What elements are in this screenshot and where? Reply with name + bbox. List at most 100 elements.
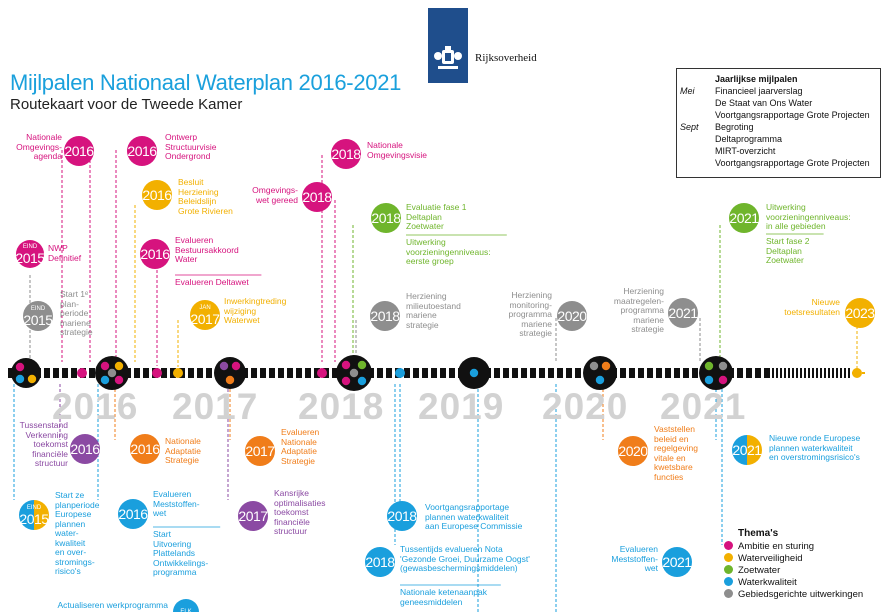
milestone-badge: 2018: [370, 301, 400, 331]
cluster-dot: [718, 375, 728, 385]
badge-year: 2015: [23, 311, 53, 328]
milestone-label-line: Ontwikkelings-: [153, 557, 209, 568]
legend-row: De Staat van Ons Water: [677, 98, 877, 110]
milestone-label-line: programma: [620, 305, 664, 315]
timeline-year-label: 2021: [660, 386, 747, 427]
milestone-label-line: voorzieningenniveaus:: [406, 246, 491, 257]
badge-year: 2017: [238, 508, 268, 524]
timeline-segment: [332, 368, 338, 378]
timeline-segment: [305, 368, 311, 378]
timeline-tick: [848, 368, 850, 378]
badge-year: 2018: [387, 508, 417, 524]
milestone-label-line: Uitwerking: [406, 237, 446, 247]
milestone-label-line: eerste groep: [406, 256, 454, 266]
legend-row: Deltaprogramma: [677, 134, 877, 146]
milestone-label-line: Evalueren: [175, 235, 214, 245]
milestone-badge: 2016: [127, 136, 157, 166]
badge-year: 2018: [371, 210, 401, 226]
timeline-dot: [173, 368, 183, 378]
timeline-tick: [780, 368, 782, 378]
milestone-label-line: water-: [55, 528, 79, 538]
page-subtitle: Routekaart voor de Tweede Kamer: [10, 96, 243, 113]
milestone-label-line: strategie: [631, 324, 664, 334]
timeline-segment: [206, 368, 212, 378]
milestone-label-line: Start 1ᵉ: [60, 289, 89, 299]
theme-legend-item: Zoetwater: [724, 565, 780, 576]
timeline-segment: [89, 368, 95, 378]
page-title: Mijlpalen Nationaal Waterplan 2016-2021: [10, 70, 402, 95]
timeline-tick: [812, 368, 814, 378]
milestone-label-line: Evalueren: [153, 489, 192, 499]
badge-year: 2016: [118, 506, 148, 522]
theme-color-swatch: [724, 553, 733, 562]
milestone-label-line: mariene: [521, 318, 552, 329]
milestone-badge: 2017: [245, 436, 275, 466]
milestone-label-line: 'Gezonde Groei, Duurzame Oogst': [400, 553, 530, 564]
timeline-tick: [796, 368, 798, 378]
milestone-label-line: Verkenning: [25, 429, 68, 440]
timeline-tick: [844, 368, 846, 378]
badge-year: 2021: [732, 442, 762, 458]
timeline-segment: [755, 368, 761, 378]
legend-title: Jaarlijkse mijlpalen: [715, 74, 798, 84]
timeline-tail: [862, 372, 865, 374]
milestone-label-line: mariene: [406, 310, 437, 320]
theme-label: Gebiedsgerichte uitwerkingen: [738, 589, 864, 600]
timeline-segment: [422, 368, 428, 378]
milestone-label-line: Evalueren: [619, 544, 658, 554]
milestone-label-line: Uitwerking: [766, 202, 806, 212]
cluster-dot: [718, 361, 728, 371]
milestone-label-line: optimalisaties: [274, 497, 326, 508]
milestone-label-line: maatregelen-: [613, 295, 664, 306]
cluster-dot: [704, 375, 714, 385]
milestone-label-line: Omgevings-: [252, 185, 298, 195]
milestone-label-line: Beleidslijn: [178, 196, 217, 206]
milestone-label-line: Voortgangsrapportage: [425, 502, 510, 512]
cluster-dot: [704, 361, 714, 371]
timeline-tick: [792, 368, 794, 378]
timeline-segment: [260, 368, 266, 378]
timeline-segment: [530, 368, 536, 378]
milestone-label-line: Herziening: [623, 286, 664, 296]
badge-year: 2021: [668, 305, 698, 321]
timeline-dot: [317, 368, 327, 378]
milestone-label-line: Strategie: [165, 455, 200, 465]
milestone-label-line: Ontwerp: [165, 132, 198, 142]
cluster-dot: [114, 375, 124, 385]
milestone-label-line: Ondergrond: [165, 151, 211, 161]
badge-year: 2016: [142, 187, 172, 203]
milestone-label-line: Besluit: [178, 177, 204, 187]
timeline-segment: [575, 368, 581, 378]
milestone-label-line: Vaststellen: [654, 424, 695, 434]
badge-sublabel: EIND: [30, 305, 46, 312]
badge-year: 2015: [15, 249, 45, 266]
milestone-label-line: wijziging: [224, 305, 257, 316]
timeline-year-label: 2020: [542, 386, 629, 427]
milestone-label-line: aan Europese Commissie: [425, 521, 523, 531]
timeline-segment: [647, 368, 653, 378]
theme-label: Ambitie en sturing: [738, 541, 815, 552]
timeline-segment: [161, 368, 167, 378]
timeline-tick: [840, 368, 842, 378]
legend-month: Mei: [680, 86, 695, 96]
badge-year: 2016: [140, 246, 170, 262]
badge-year: 2018: [302, 189, 332, 205]
cluster-dot: [225, 375, 235, 385]
legend-item: Voortgangsrapportage Grote Projecten: [715, 110, 870, 120]
milestone-label-line: Bestuursakkoord: [175, 244, 239, 255]
